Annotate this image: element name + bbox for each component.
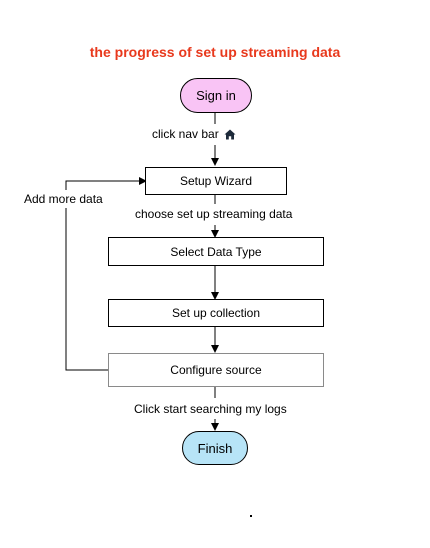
node-set-up-collection-label: Set up collection [171, 306, 261, 320]
node-setup-wizard: Setup Wizard [145, 167, 287, 195]
edge-label-add-more-data: Add more data [24, 190, 105, 208]
node-sign-in: Sign in [180, 78, 252, 113]
edge-label-click-nav-bar: click nav bar [152, 125, 236, 143]
node-sign-in-label: Sign in [196, 88, 236, 103]
diagram-title: the progress of set up streaming data [89, 44, 341, 60]
home-icon [224, 129, 236, 139]
node-select-data-type-label: Select Data Type [170, 244, 262, 259]
node-setup-wizard-label: Setup Wizard [179, 174, 253, 188]
click-nav-bar-text: click nav bar [152, 127, 219, 141]
edge-label-click-start: Click start searching my logs [134, 400, 287, 418]
stray-dot [250, 515, 252, 517]
node-finish: Finish [182, 431, 248, 465]
node-finish-label: Finish [197, 440, 233, 456]
edge-loop-add-more [65, 177, 147, 371]
node-configure-source: Configure source [108, 353, 324, 387]
node-select-data-type: Select Data Type [108, 237, 324, 266]
node-configure-source-label: Configure source [170, 363, 262, 377]
choose-streaming-text: choose set up streaming data [135, 207, 293, 221]
edge-label-choose-streaming: choose set up streaming data [135, 205, 292, 223]
node-set-up-collection: Set up collection [108, 299, 324, 327]
click-start-text: Click start searching my logs [134, 402, 287, 416]
add-more-data-text: Add more data [24, 192, 103, 206]
